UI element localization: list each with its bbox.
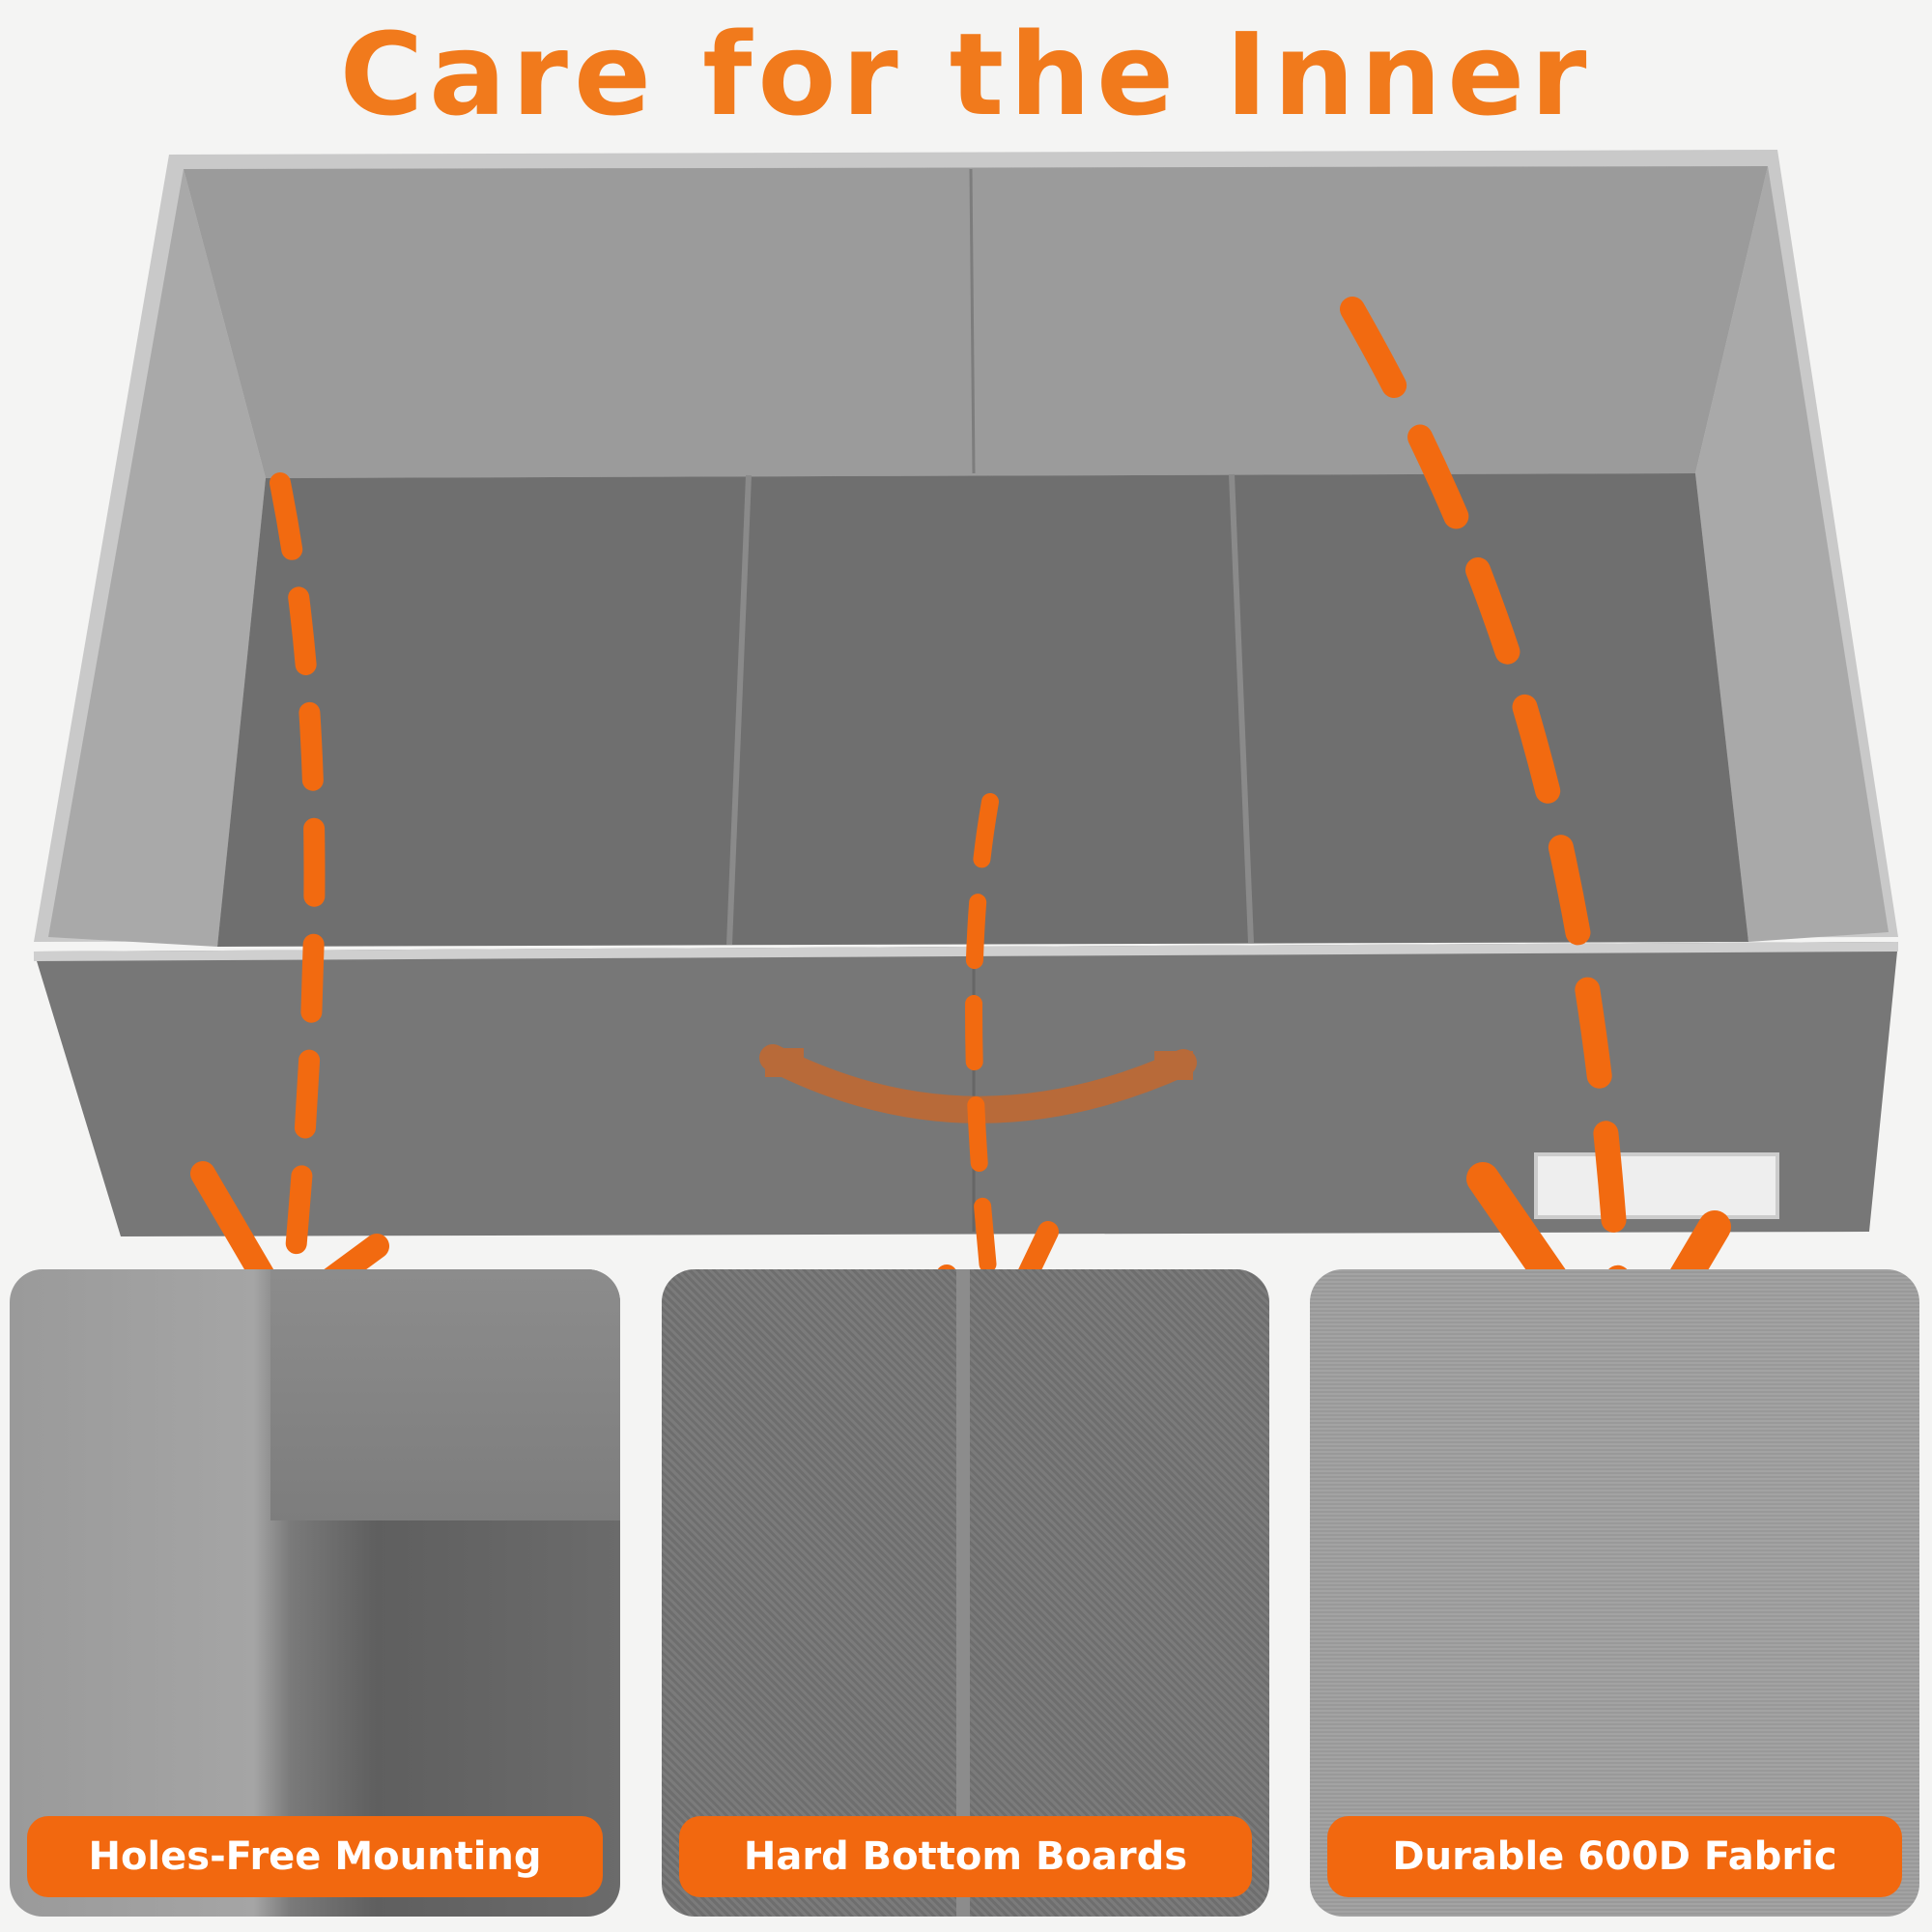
box-left-wall	[48, 169, 266, 947]
arrow-left	[270, 472, 326, 1324]
arrow-middle	[965, 793, 1004, 1342]
feature-label: Durable 600D Fabric	[1327, 1816, 1902, 1897]
box-back-wall	[184, 166, 1768, 478]
feature-panel-holes-free: Holes-Free Mounting	[10, 1269, 620, 1917]
feature-panel-bottom-boards: Hard Bottom Boards	[662, 1269, 1269, 1917]
box-front	[34, 942, 1898, 1236]
arrow-right	[1340, 297, 1635, 1394]
feature-panel-fabric: Durable 600D Fabric	[1310, 1269, 1919, 1917]
page-title: Care for the Inner	[339, 8, 1593, 141]
box-floor	[217, 473, 1748, 947]
box-right-wall	[1695, 166, 1889, 942]
feature-label: Holes-Free Mounting	[27, 1816, 603, 1897]
label-window	[1534, 1152, 1779, 1219]
feature-label: Hard Bottom Boards	[679, 1816, 1252, 1897]
